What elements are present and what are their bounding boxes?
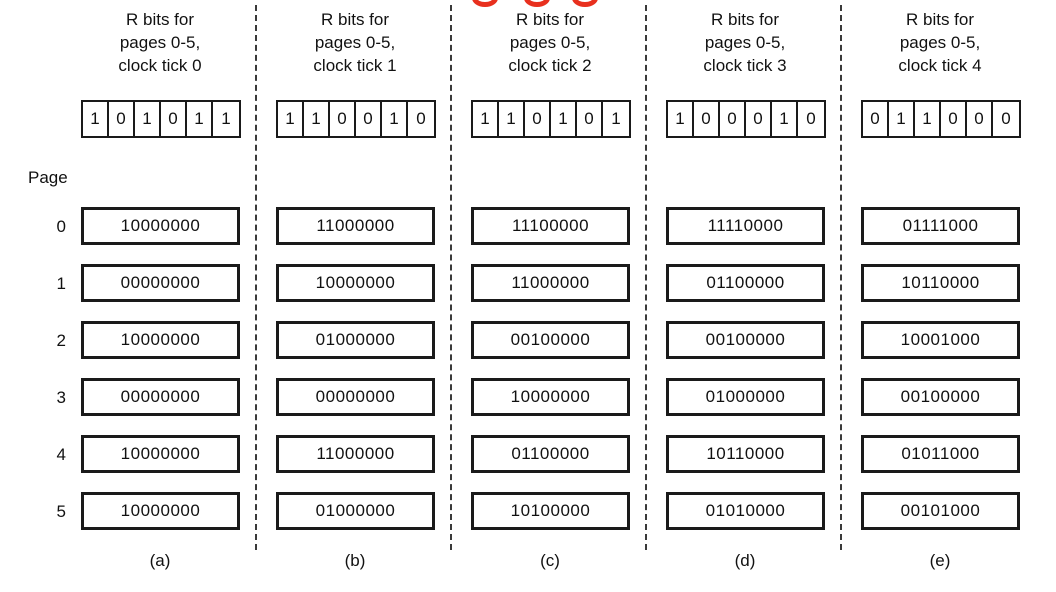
column-caption-d: (d) <box>734 551 756 570</box>
r-bit-a-page3: 0 <box>161 102 187 136</box>
r-bit-e-page3: 0 <box>941 102 967 136</box>
row-index-0: 0 <box>56 217 66 236</box>
counter-box-b-page3: 00000000 <box>276 378 435 416</box>
counter-box-b-page1: 10000000 <box>276 264 435 302</box>
counter-box-e-page3: 00100000 <box>861 378 1020 416</box>
counter-box-b-page0: 11000000 <box>276 207 435 245</box>
column-heading-d: R bits for pages 0-5, clock tick 3 <box>703 10 787 75</box>
column-caption-a: (a) <box>149 551 171 570</box>
counter-box-d-page2: 00100000 <box>666 321 825 359</box>
r-bit-d-page3: 0 <box>746 102 772 136</box>
counter-box-b-page2: 01000000 <box>276 321 435 359</box>
counter-box-d-page5: 01010000 <box>666 492 825 530</box>
r-bit-d-page1: 0 <box>694 102 720 136</box>
r-bit-c-page3: 1 <box>551 102 577 136</box>
counter-box-e-page1: 10110000 <box>861 264 1020 302</box>
r-bit-c-page0: 1 <box>473 102 499 136</box>
counter-box-c-page1: 11000000 <box>471 264 630 302</box>
counter-box-a-page3: 00000000 <box>81 378 240 416</box>
counter-box-a-page1: 00000000 <box>81 264 240 302</box>
r-bit-e-page1: 1 <box>889 102 915 136</box>
column-caption-c: (c) <box>540 551 560 570</box>
counter-box-c-page5: 10100000 <box>471 492 630 530</box>
column-heading-a: R bits for pages 0-5, clock tick 0 <box>118 10 202 75</box>
r-bit-b-page4: 1 <box>382 102 408 136</box>
counter-box-c-page3: 10000000 <box>471 378 630 416</box>
counter-box-d-page1: 01100000 <box>666 264 825 302</box>
r-bit-b-page5: 0 <box>416 109 426 128</box>
column-heading-e: R bits for pages 0-5, clock tick 4 <box>898 10 982 75</box>
r-bit-d-page2: 0 <box>720 102 746 136</box>
counter-box-a-page4: 10000000 <box>81 435 240 473</box>
r-bit-b-page3: 0 <box>356 102 382 136</box>
counter-box-a-page5: 10000000 <box>81 492 240 530</box>
counter-box-a-page0: 10000000 <box>81 207 240 245</box>
column-divider-3 <box>645 5 647 550</box>
row-index-5: 5 <box>56 502 66 521</box>
row-index-2: 2 <box>56 331 66 350</box>
counter-box-e-page5: 00101000 <box>861 492 1020 530</box>
counter-box-d-page0: 11110000 <box>666 207 825 245</box>
r-bit-a-page5: 1 <box>221 109 231 128</box>
row-index-1: 1 <box>56 274 66 293</box>
counter-box-b-page4: 11000000 <box>276 435 435 473</box>
r-bit-e-page5: 0 <box>1001 109 1011 128</box>
r-bit-e-page4: 0 <box>967 102 993 136</box>
column-divider-4 <box>840 5 842 550</box>
r-bit-b-page0: 1 <box>278 102 304 136</box>
counter-box-e-page4: 01011000 <box>861 435 1020 473</box>
counter-box-c-page4: 01100000 <box>471 435 630 473</box>
r-bit-e-page0: 0 <box>863 102 889 136</box>
counter-box-c-page2: 00100000 <box>471 321 630 359</box>
r-bit-c-page5: 1 <box>611 109 621 128</box>
r-bit-b-page2: 0 <box>330 102 356 136</box>
row-index-3: 3 <box>56 388 66 407</box>
r-bit-b-page1: 1 <box>304 102 330 136</box>
counter-box-d-page3: 01000000 <box>666 378 825 416</box>
column-heading-b: R bits for pages 0-5, clock tick 1 <box>313 10 397 75</box>
page-axis-label: Page <box>28 168 68 187</box>
r-bit-c-page1: 1 <box>499 102 525 136</box>
column-caption-e: (e) <box>929 551 951 570</box>
r-bit-c-page4: 0 <box>577 102 603 136</box>
r-bit-d-page4: 1 <box>772 102 798 136</box>
counter-box-e-page2: 10001000 <box>861 321 1020 359</box>
r-bit-a-page0: 1 <box>83 102 109 136</box>
r-bit-a-page4: 1 <box>187 102 213 136</box>
column-heading-c: R bits for pages 0-5, clock tick 2 <box>508 10 592 75</box>
counter-box-a-page2: 10000000 <box>81 321 240 359</box>
r-bit-c-page2: 0 <box>525 102 551 136</box>
r-bit-a-page2: 1 <box>135 102 161 136</box>
r-bit-e-page2: 1 <box>915 102 941 136</box>
counter-box-c-page0: 11100000 <box>471 207 630 245</box>
column-divider-2 <box>450 5 452 550</box>
counter-box-e-page0: 01111000 <box>861 207 1020 245</box>
r-bit-a-page1: 0 <box>109 102 135 136</box>
row-index-4: 4 <box>56 445 66 464</box>
counter-box-d-page4: 10110000 <box>666 435 825 473</box>
counter-box-b-page5: 01000000 <box>276 492 435 530</box>
r-bit-d-page5: 0 <box>806 109 816 128</box>
column-divider-1 <box>255 5 257 550</box>
r-bit-d-page0: 1 <box>668 102 694 136</box>
column-caption-b: (b) <box>344 551 366 570</box>
